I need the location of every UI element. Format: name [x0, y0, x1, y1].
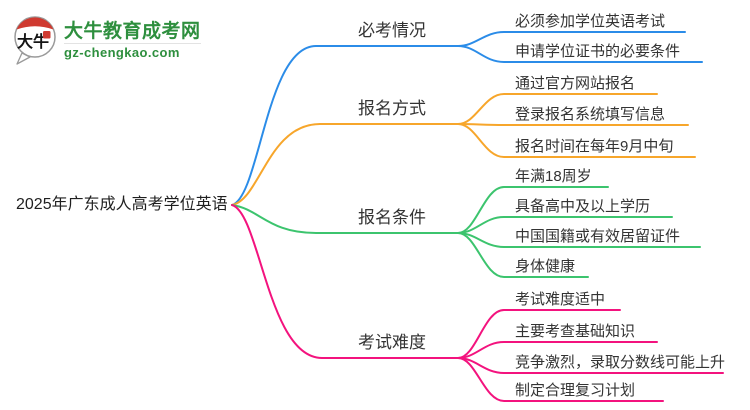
- leaf-node: 通过官方网站报名: [515, 75, 636, 92]
- leaf-node: 申请学位证书的必要条件: [515, 43, 681, 60]
- branch-3-child-1-line: [457, 186, 609, 234]
- branch-2-line: [231, 123, 459, 206]
- leaf-node: 主要考查基础知识: [515, 323, 636, 340]
- leaf-node: 登录报名系统填写信息: [515, 106, 666, 123]
- branch-3-child-2-line: [457, 216, 673, 234]
- branch-label-exam-difficulty: 考试难度: [358, 333, 426, 352]
- logo-red-cap: [16, 17, 54, 30]
- leaf-node: 年满18周岁: [515, 168, 592, 185]
- branch-4-child-1-line: [457, 309, 621, 359]
- leaf-node: 具备高中及以上学历: [515, 198, 651, 215]
- leaf-node: 身体健康: [515, 258, 576, 275]
- branch-4-child-2-line: [457, 341, 658, 359]
- leaf-node: 中国国籍或有效居留证件: [515, 228, 681, 245]
- branch-3-child-4-line: [457, 232, 589, 278]
- leaf-node: 必须参加学位英语考试: [515, 13, 666, 30]
- root-node: 2025年广东成人高考学位英语: [16, 196, 228, 213]
- branch-1-line: [231, 45, 459, 206]
- logo-icon: 大牛: [14, 16, 56, 65]
- leaf-node: 报名时间在每年9月中旬: [515, 138, 674, 155]
- branch-2-child-2-line: [457, 123, 689, 126]
- leaf-node: 考试难度适中: [515, 291, 606, 308]
- logo-title: 大牛教育成考网: [64, 20, 201, 42]
- leaf-node: 竞争激烈，录取分数线可能上升: [515, 354, 726, 371]
- branch-label-registration-terms: 报名条件: [358, 208, 426, 227]
- leaf-node: 制定合理复习计划: [515, 382, 636, 399]
- branch-3-line: [231, 204, 459, 234]
- branch-2-child-1-line: [457, 93, 658, 125]
- branch-label-exam-requirement: 必考情况: [358, 21, 426, 40]
- branch-4-line: [231, 204, 459, 359]
- branch-label-registration-method: 报名方式: [358, 99, 426, 118]
- branch-4-child-4-line: [457, 357, 664, 402]
- logo-seal-icon: [43, 31, 51, 39]
- logo-subtitle: gz-chengkao.com: [64, 42, 201, 60]
- branch-1-child-2-line: [457, 45, 703, 63]
- logo-icon-text: 大牛: [17, 32, 49, 51]
- branch-2-child-3-line: [457, 123, 696, 158]
- site-logo: 大牛 大牛教育成考网 gz-chengkao.com: [12, 14, 201, 66]
